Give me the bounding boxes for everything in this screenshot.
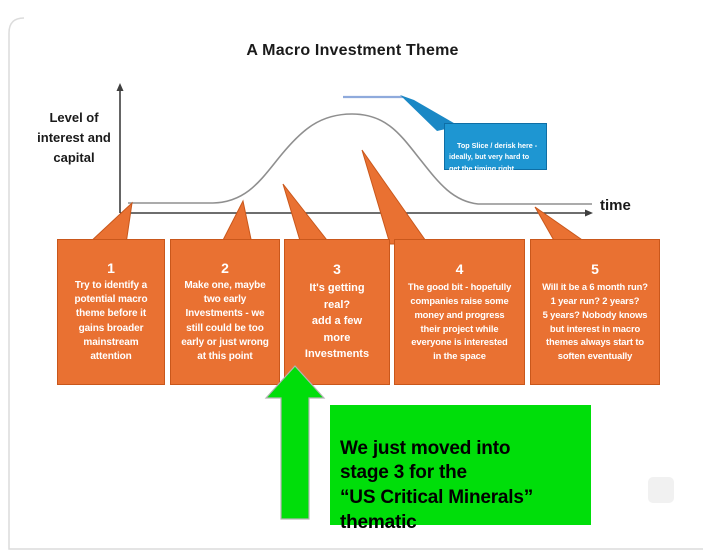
stage-3-box: 3 It's getting real? add a few more Inve… (284, 239, 390, 385)
page-title: A Macro Investment Theme (246, 42, 459, 59)
stage-2-text: Make one, maybe two early Investments - … (181, 279, 269, 362)
blue-callout-tail (400, 95, 459, 131)
x-axis-label: time (600, 197, 631, 214)
annotation-text: We just moved into stage 3 for the “US C… (340, 437, 534, 533)
stage-1-text: Try to identify a potential macro theme … (74, 279, 148, 362)
annotation-box: We just moved into stage 3 for the “US C… (330, 405, 591, 533)
stage-5-text: Will it be a 6 month run? 1 year run? 2 … (542, 280, 648, 362)
y-axis-label: Level of interest and capital (37, 110, 111, 166)
y-axis-arrowhead-icon (116, 83, 124, 91)
watermark-artifact (648, 477, 674, 503)
stage3-pointer (282, 183, 332, 245)
stage2-pointer (220, 199, 253, 245)
stage1-pointer (86, 201, 133, 245)
stage-4-number: 4 (455, 260, 464, 277)
stage-2-number: 2 (221, 259, 229, 276)
stage-1-number: 1 (107, 259, 115, 276)
stage-2-box: 2 Make one, maybe two early Investments … (170, 239, 280, 385)
stage-1-box: 1 Try to identify a potential macro them… (57, 239, 165, 385)
x-axis-arrowhead-icon (585, 209, 593, 217)
stage-3-text: It's getting real? add a few more Invest… (304, 282, 370, 361)
interest-curve (128, 113, 592, 205)
stage-4-text: The good bit - hopefully companies raise… (407, 280, 512, 362)
stage4-pointer (361, 149, 429, 245)
stage-4-box: 4 The good bit - hopefully companies rai… (394, 239, 525, 385)
page-frame-edge (8, 17, 703, 550)
top-slice-callout-text: Top Slice / derisk here - ideally, but v… (449, 140, 538, 173)
stage-5-number: 5 (591, 260, 599, 277)
top-slice-callout: Top Slice / derisk here - ideally, but v… (444, 123, 547, 173)
stage-5-box: 5 Will it be a 6 month run? 1 year run? … (530, 239, 660, 385)
stage-3-number: 3 (333, 261, 341, 278)
